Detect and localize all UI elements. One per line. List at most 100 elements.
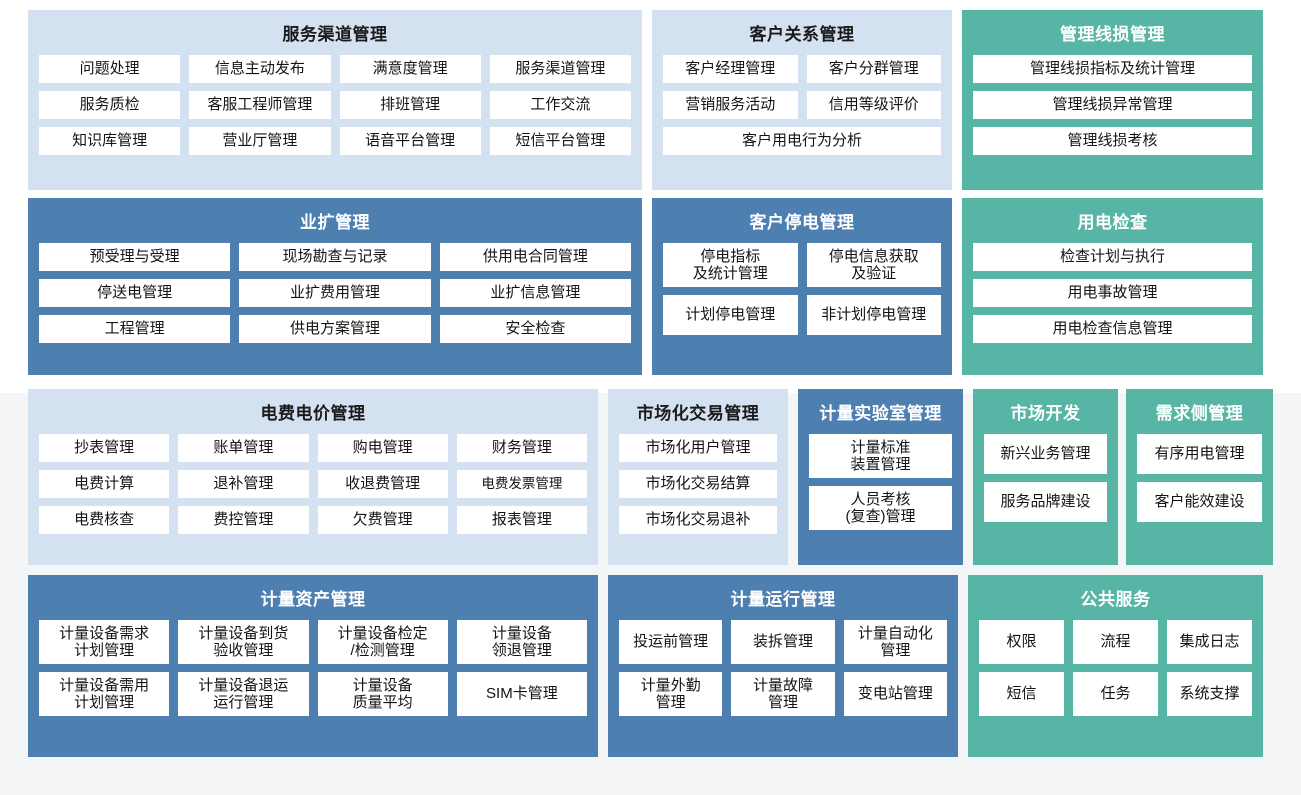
- tile-item[interactable]: 权限: [979, 620, 1064, 665]
- tile-item[interactable]: 计量自动化 管理: [843, 620, 947, 665]
- tile-item[interactable]: 停电信息获取 及验证: [806, 243, 941, 288]
- tile-item[interactable]: 客户用电行为分析: [663, 127, 941, 156]
- panel-market-trade[interactable]: 市场化交易管理 市场化用户管理 市场化交易结算 市场化交易退补: [608, 389, 788, 565]
- tile-item[interactable]: 电费核查: [39, 506, 170, 535]
- tile-item[interactable]: 服务质检: [39, 91, 181, 120]
- tile-item[interactable]: 计量设备检定 /检测管理: [317, 620, 448, 665]
- panel-title-market-trade: 市场化交易管理: [636, 404, 760, 423]
- tile-row: 用电检查信息管理: [973, 315, 1252, 344]
- panel-customer-outage[interactable]: 客户停电管理 停电指标 及统计管理 停电信息获取 及验证 计划停电管理 非计划停…: [652, 198, 952, 375]
- panel-service-channel[interactable]: 服务渠道管理 问题处理 信息主动发布 满意度管理 服务渠道管理 服务质检 客服工…: [28, 10, 642, 190]
- tile-item[interactable]: 用电事故管理: [973, 279, 1252, 308]
- tile-item[interactable]: 计量设备退运 运行管理: [178, 672, 309, 717]
- tile-item[interactable]: SIM卡管理: [456, 672, 587, 717]
- tile-item[interactable]: 计量设备需求 计划管理: [39, 620, 170, 665]
- tile-item[interactable]: 现场勘查与记录: [239, 243, 431, 272]
- tile-item[interactable]: 客户分群管理: [806, 55, 941, 84]
- tile-item[interactable]: 问题处理: [39, 55, 181, 84]
- panel-metering-lab[interactable]: 计量实验室管理 计量标准 装置管理 人员考核 (复查)管理: [798, 389, 963, 565]
- tile-item[interactable]: 有序用电管理: [1137, 434, 1262, 475]
- tile-item[interactable]: 知识库管理: [39, 127, 181, 156]
- tile-item[interactable]: 计量设备 领退管理: [456, 620, 587, 665]
- tile-item[interactable]: 短信: [979, 672, 1064, 717]
- tile-item[interactable]: 供用电合同管理: [439, 243, 631, 272]
- tile-item[interactable]: 服务品牌建设: [984, 482, 1107, 523]
- panel-business-expansion[interactable]: 业扩管理 预受理与受理 现场勘查与记录 供用电合同管理 停送电管理 业扩费用管理…: [28, 198, 642, 375]
- tile-item[interactable]: 停电指标 及统计管理: [663, 243, 798, 288]
- tile-item[interactable]: 预受理与受理: [39, 243, 231, 272]
- tile-item[interactable]: 电费发票管理: [456, 470, 587, 499]
- tile-item[interactable]: 计量设备到货 验收管理: [178, 620, 309, 665]
- tile-item[interactable]: 业扩费用管理: [239, 279, 431, 308]
- tile-item[interactable]: 购电管理: [317, 434, 448, 463]
- tile-item[interactable]: 流程: [1073, 620, 1158, 665]
- tile-item[interactable]: 客户能效建设: [1137, 482, 1262, 523]
- tile-item[interactable]: 营业厅管理: [189, 127, 331, 156]
- tile-item[interactable]: 非计划停电管理: [806, 295, 941, 336]
- tile-row: 停送电管理 业扩费用管理 业扩信息管理: [39, 279, 631, 308]
- panel-fee-price[interactable]: 电费电价管理 抄表管理 账单管理 购电管理 财务管理 电费计算 退补管理 收退费…: [28, 389, 598, 565]
- panel-public-service[interactable]: 公共服务 权限 流程 集成日志 短信 任务 系统支撑: [968, 575, 1263, 757]
- tile-item[interactable]: 排班管理: [339, 91, 481, 120]
- panel-demand-side[interactable]: 需求侧管理 有序用电管理 客户能效建设: [1126, 389, 1273, 565]
- tile-item[interactable]: 变电站管理: [843, 672, 947, 717]
- tile-item[interactable]: 满意度管理: [339, 55, 481, 84]
- tile-item[interactable]: 工作交流: [489, 91, 631, 120]
- tile-item[interactable]: 工程管理: [39, 315, 231, 344]
- tile-item[interactable]: 客服工程师管理: [189, 91, 331, 120]
- tile-item[interactable]: 用电检查信息管理: [973, 315, 1252, 344]
- panel-metering-operation[interactable]: 计量运行管理 投运前管理 装拆管理 计量自动化 管理 计量外勤 管理 计量故障 …: [608, 575, 958, 757]
- tile-item[interactable]: 集成日志: [1167, 620, 1252, 665]
- tile-item[interactable]: 计划停电管理: [663, 295, 798, 336]
- tile-item[interactable]: 报表管理: [456, 506, 587, 535]
- tile-item[interactable]: 费控管理: [178, 506, 309, 535]
- panel-title-metering-lab: 计量实验室管理: [819, 404, 942, 423]
- tile-item[interactable]: 检查计划与执行: [973, 243, 1252, 272]
- tile-item[interactable]: 信息主动发布: [189, 55, 331, 84]
- tile-grid-power-inspection: 检查计划与执行 用电事故管理 用电检查信息管理: [973, 243, 1252, 363]
- tile-item[interactable]: 停送电管理: [39, 279, 231, 308]
- tile-item[interactable]: 计量标准 装置管理: [809, 434, 952, 479]
- tile-item[interactable]: 管理线损考核: [973, 127, 1252, 156]
- tile-item[interactable]: 新兴业务管理: [984, 434, 1107, 475]
- tile-item[interactable]: 退补管理: [178, 470, 309, 499]
- tile-item[interactable]: 电费计算: [39, 470, 170, 499]
- tile-item[interactable]: 投运前管理: [619, 620, 723, 665]
- tile-item[interactable]: 营销服务活动: [663, 91, 798, 120]
- tile-item[interactable]: 服务渠道管理: [489, 55, 631, 84]
- tile-item[interactable]: 安全检查: [439, 315, 631, 344]
- tile-item[interactable]: 语音平台管理: [339, 127, 481, 156]
- tile-item[interactable]: 市场化交易退补: [619, 506, 777, 535]
- tile-item[interactable]: 计量外勤 管理: [619, 672, 723, 717]
- tile-item[interactable]: 装拆管理: [731, 620, 835, 665]
- panel-power-inspection[interactable]: 用电检查 检查计划与执行 用电事故管理 用电检查信息管理: [962, 198, 1263, 375]
- tile-item[interactable]: 业扩信息管理: [439, 279, 631, 308]
- tile-item[interactable]: 计量设备需用 计划管理: [39, 672, 170, 717]
- tile-item[interactable]: 收退费管理: [317, 470, 448, 499]
- tile-grid-customer-relation: 客户经理管理 客户分群管理 营销服务活动 信用等级评价 客户用电行为分析: [663, 55, 941, 178]
- tile-item[interactable]: 任务: [1073, 672, 1158, 717]
- tile-item[interactable]: 市场化交易结算: [619, 470, 777, 499]
- tile-item[interactable]: 抄表管理: [39, 434, 170, 463]
- tile-row: 问题处理 信息主动发布 满意度管理 服务渠道管理: [39, 55, 631, 84]
- tile-item[interactable]: 信用等级评价: [806, 91, 941, 120]
- tile-item[interactable]: 市场化用户管理: [619, 434, 777, 463]
- tile-item[interactable]: 管理线损异常管理: [973, 91, 1252, 120]
- panel-line-loss[interactable]: 管理线损管理 管理线损指标及统计管理 管理线损异常管理 管理线损考核: [962, 10, 1263, 190]
- tile-item[interactable]: 账单管理: [178, 434, 309, 463]
- tile-item[interactable]: 短信平台管理: [489, 127, 631, 156]
- tile-row: 电费核查 费控管理 欠费管理 报表管理: [39, 506, 587, 535]
- tile-item[interactable]: 人员考核 (复查)管理: [809, 486, 952, 531]
- tile-item[interactable]: 财务管理: [456, 434, 587, 463]
- tile-item[interactable]: 客户经理管理: [663, 55, 798, 84]
- tile-grid-demand-side: 有序用电管理 客户能效建设: [1137, 434, 1262, 553]
- tile-item[interactable]: 欠费管理: [317, 506, 448, 535]
- tile-item[interactable]: 系统支撑: [1167, 672, 1252, 717]
- panel-metering-asset[interactable]: 计量资产管理 计量设备需求 计划管理 计量设备到货 验收管理 计量设备检定 /检…: [28, 575, 598, 757]
- panel-market-development[interactable]: 市场开发 新兴业务管理 服务品牌建设: [973, 389, 1118, 565]
- tile-item[interactable]: 供电方案管理: [239, 315, 431, 344]
- tile-item[interactable]: 计量故障 管理: [731, 672, 835, 717]
- tile-item[interactable]: 管理线损指标及统计管理: [973, 55, 1252, 84]
- tile-item[interactable]: 计量设备 质量平均: [317, 672, 448, 717]
- panel-customer-relation[interactable]: 客户关系管理 客户经理管理 客户分群管理 营销服务活动 信用等级评价 客户用电行…: [652, 10, 952, 190]
